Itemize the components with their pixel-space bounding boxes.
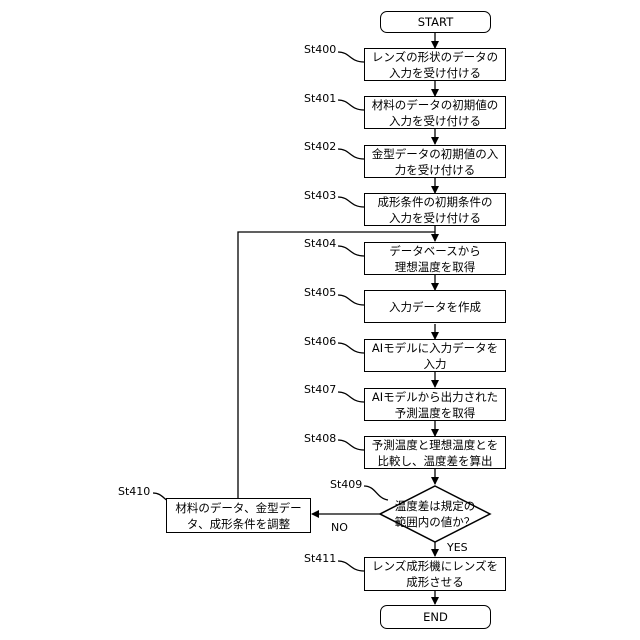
decision-text: 温度差は規定の 範囲内の値か？ — [380, 498, 490, 530]
leader-st405 — [338, 295, 364, 305]
leader-st406 — [338, 343, 364, 353]
process-box-st410: 材料のデータ、金型データ、成形条件を調整 — [166, 498, 311, 533]
step-label-st405: St405 — [304, 286, 336, 299]
process-box-st404: データベースから理想温度を取得 — [364, 242, 506, 275]
start-terminal: START — [380, 11, 491, 33]
process-box-st405: 入力データを作成 — [364, 290, 506, 323]
process-box-st401: 材料のデータの初期値の入力を受け付ける — [364, 96, 506, 129]
process-box-st402: 金型データの初期値の入力を受け付ける — [364, 145, 506, 178]
step-label-st404: St404 — [304, 237, 336, 250]
step-label-st411: St411 — [304, 552, 336, 565]
end-terminal: END — [380, 605, 491, 629]
step-label-st410: St410 — [118, 485, 150, 498]
leader-st400 — [338, 52, 364, 62]
step-label-st401: St401 — [304, 92, 336, 105]
process-box-st407: AIモデルから出力された予測温度を取得 — [364, 388, 506, 421]
leader-st403 — [338, 197, 364, 207]
branch-label-no: NO — [331, 521, 348, 534]
step-label-st406: St406 — [304, 335, 336, 348]
step-label-st408: St408 — [304, 432, 336, 445]
step-label-st403: St403 — [304, 189, 336, 202]
process-box-st406: AIモデルに入力データを入力 — [364, 339, 506, 372]
step-label-st407: St407 — [304, 383, 336, 396]
process-box-st400: レンズの形状のデータの入力を受け付ける — [364, 48, 506, 81]
leader-st408 — [338, 440, 364, 450]
process-box-st411: レンズ成形機にレンズを成形させる — [364, 557, 506, 591]
step-label-st409: St409 — [330, 478, 362, 491]
end-label: END — [423, 609, 448, 625]
leader-st404 — [338, 246, 364, 256]
process-box-st403: 成形条件の初期条件の入力を受け付ける — [364, 193, 506, 226]
process-box-st408: 予測温度と理想温度とを比較し、温度差を算出 — [364, 436, 506, 469]
leader-st402 — [338, 149, 364, 159]
leader-st411 — [338, 561, 364, 571]
step-label-st400: St400 — [304, 43, 336, 56]
branch-label-yes: YES — [447, 541, 468, 554]
start-label: START — [418, 14, 453, 30]
step-label-st402: St402 — [304, 140, 336, 153]
leader-st407 — [338, 392, 364, 402]
leader-st401 — [338, 100, 364, 110]
